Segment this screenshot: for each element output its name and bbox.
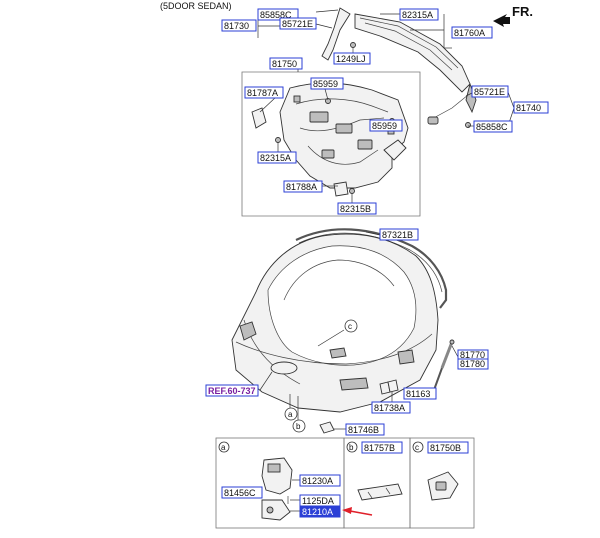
callout-81787A: 81787A: [244, 86, 284, 99]
svg-text:85959: 85959: [372, 121, 397, 131]
svg-text:82315B: 82315B: [340, 204, 371, 214]
callout-81760A: 81760A: [451, 26, 493, 39]
svg-text:c: c: [415, 443, 419, 452]
svg-text:85959: 85959: [313, 79, 338, 89]
callout-85858C-top: 85858C: [257, 8, 299, 21]
callout-81746B: 81746B: [345, 423, 385, 436]
svg-text:82315A: 82315A: [402, 10, 433, 20]
header-subtitle: (5DOOR SEDAN): [160, 1, 232, 11]
callout-81738A: 81738A: [371, 401, 411, 414]
callout-81750: 81750: [269, 57, 303, 70]
svg-text:81780: 81780: [460, 359, 485, 369]
svg-text:85858C: 85858C: [260, 10, 292, 20]
detail-panel-a: a 81230A 81456C 1125DA 81210A: [218, 441, 373, 521]
callout-81740: 81740: [513, 101, 549, 114]
callout-ref-60-737: REF.60-737: [205, 384, 259, 397]
svg-text:81210A: 81210A: [302, 507, 333, 517]
svg-text:81757B: 81757B: [364, 443, 395, 453]
callout-85858C-right: 85858C: [473, 120, 513, 133]
svg-text:81230A: 81230A: [302, 476, 333, 486]
svg-text:b: b: [349, 443, 354, 452]
svg-text:81787A: 81787A: [247, 88, 278, 98]
svg-text:1249LJ: 1249LJ: [336, 54, 366, 64]
svg-text:81456C: 81456C: [224, 488, 256, 498]
callout-82315A-mid: 82315A: [257, 151, 297, 164]
svg-text:81746B: 81746B: [348, 425, 379, 435]
svg-text:85721E: 85721E: [474, 87, 505, 97]
svg-text:a: a: [221, 443, 226, 452]
callout-81456C: 81456C: [221, 486, 263, 499]
callout-81788A: 81788A: [283, 180, 323, 193]
svg-text:81760A: 81760A: [454, 28, 485, 38]
highlight-arrow: [342, 507, 373, 516]
callout-81780: 81780: [457, 358, 489, 370]
svg-text:87321B: 87321B: [382, 230, 413, 240]
callout-82315B: 82315B: [337, 202, 377, 215]
callout-85959-a: 85959: [310, 77, 344, 90]
weatherstrip: [295, 228, 448, 309]
svg-text:81163: 81163: [406, 389, 430, 399]
svg-text:81788A: 81788A: [286, 182, 317, 192]
svg-text:1125DA: 1125DA: [302, 496, 334, 506]
detail-panel-c: c 81750B: [412, 441, 469, 501]
main-circle-markers: c a b: [284, 319, 358, 433]
svg-text:85858C: 85858C: [476, 122, 508, 132]
callout-85959-b: 85959: [369, 119, 403, 132]
callout-82315A-top: 82315A: [399, 8, 439, 21]
tailgate-trim-panel: [251, 82, 409, 197]
callout-labels: 85858C 85721E 81730 82315A 81760A 1249LJ…: [205, 8, 549, 436]
svg-text:c: c: [348, 322, 352, 331]
svg-text:81740: 81740: [516, 103, 541, 113]
svg-text:82315A: 82315A: [260, 153, 291, 163]
trim-panel-frame: [241, 71, 421, 217]
detail-panels: a 81230A 81456C 1125DA 81210A b 81757B: [215, 437, 475, 529]
svg-text:81730: 81730: [224, 21, 249, 31]
spoiler-assembly: [321, 7, 477, 128]
bumper-stop: [387, 379, 399, 393]
svg-text:a: a: [288, 410, 293, 419]
callout-81210A-selected: 81210A: [299, 505, 341, 518]
callout-1125DA: 1125DA: [299, 494, 341, 507]
fr-arrow-icon: [493, 14, 510, 27]
callout-81730: 81730: [221, 19, 257, 32]
callout-81163: 81163: [403, 387, 437, 400]
fr-direction-indicator: FR.: [493, 4, 533, 27]
svg-text:b: b: [296, 422, 301, 431]
svg-text:81750: 81750: [272, 59, 297, 69]
tailgate-body: [231, 233, 439, 413]
callout-1249LJ: 1249LJ: [333, 52, 371, 65]
svg-text:85721E: 85721E: [282, 19, 313, 29]
fr-label: FR.: [512, 4, 533, 19]
callout-81757B: 81757B: [361, 441, 403, 454]
detail-panel-b: b 81757B: [346, 441, 403, 501]
callout-81230A: 81230A: [299, 474, 341, 487]
svg-text:REF.60-737: REF.60-737: [208, 386, 256, 396]
callout-85721E-top: 85721E: [279, 17, 317, 30]
svg-text:81738A: 81738A: [374, 403, 405, 413]
callout-81750B: 81750B: [427, 441, 469, 454]
callout-87321B: 87321B: [379, 228, 419, 241]
svg-text:81770: 81770: [460, 350, 485, 360]
svg-text:81750B: 81750B: [430, 443, 461, 453]
callout-85721E-right: 85721E: [471, 85, 509, 98]
